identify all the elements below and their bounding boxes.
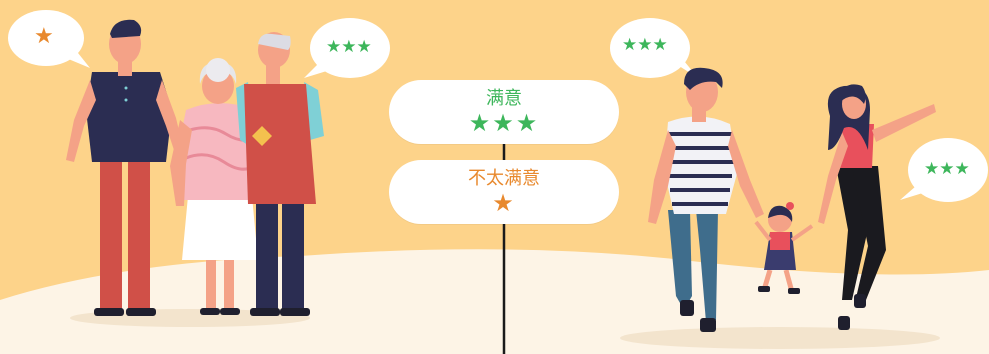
legend-unsatisfied-stars: ★	[492, 189, 516, 217]
young-man	[648, 67, 764, 332]
child	[754, 202, 814, 294]
elderly-man-right	[236, 32, 324, 316]
star-rating-elderly-man-right: ★★★	[326, 37, 372, 57]
legend-satisfied: 满意 ★★★	[389, 80, 619, 144]
speech-bubble-young-woman	[900, 138, 988, 202]
star-rating-young-woman: ★★★	[924, 159, 970, 179]
ground-shadow-right	[620, 327, 940, 349]
speech-bubble-left	[8, 10, 90, 68]
legend-satisfied-label: 满意	[486, 88, 522, 109]
star-rating-elderly-man-left: ★	[34, 24, 54, 49]
elderly-woman	[170, 58, 262, 315]
speech-bubble-elder-right	[304, 18, 390, 78]
legend-satisfied-stars: ★★★	[468, 109, 540, 137]
young-woman	[818, 84, 936, 330]
legend-unsatisfied: 不太满意 ★	[389, 160, 619, 224]
elderly-man-left	[66, 19, 186, 316]
star-rating-young-man: ★★★	[622, 35, 668, 55]
legend-unsatisfied-label: 不太满意	[468, 168, 540, 189]
